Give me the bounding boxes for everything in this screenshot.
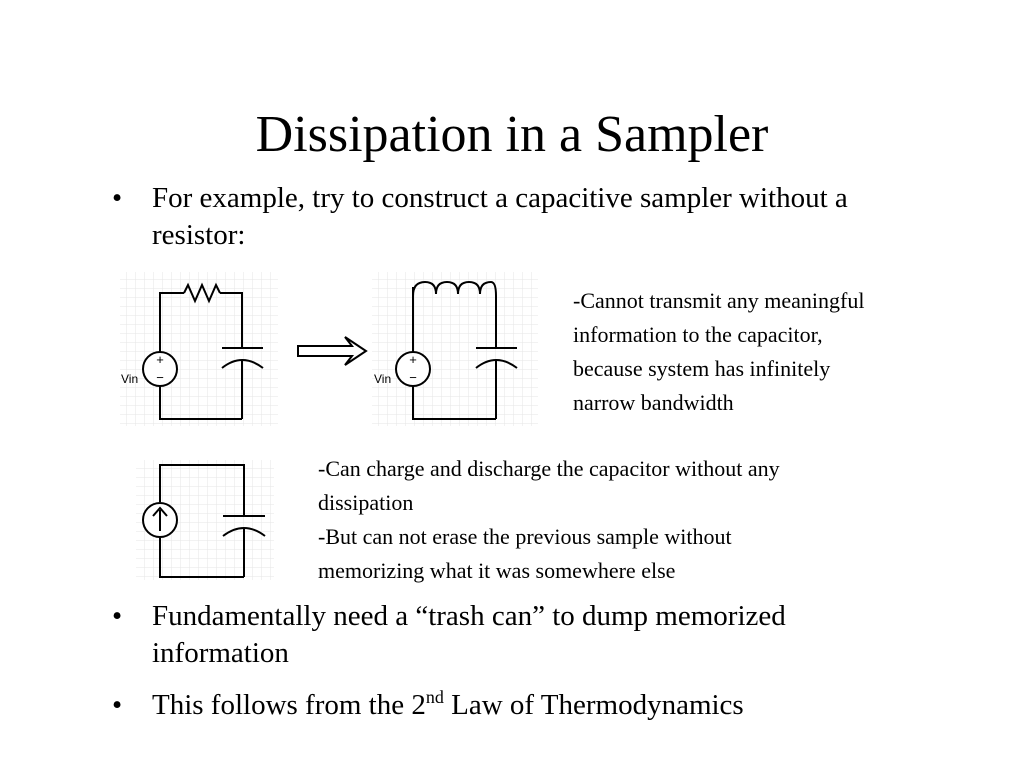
capacitor-icon: [222, 515, 266, 577]
vin-label-right: Vin: [374, 372, 391, 386]
inductor-note: -Cannot transmit any meaningful informat…: [573, 288, 865, 415]
svg-text:+: +: [409, 352, 417, 367]
bullet-marker: •: [112, 689, 123, 721]
bullet-construct-sampler: • For example, try to construct a capaci…: [112, 180, 912, 254]
voltage-source-icon: + −: [395, 351, 431, 387]
current-source-note-1: -Can charge and discharge the capacitor …: [318, 456, 780, 515]
bullet-text: Fundamentally need a “trash can” to dump…: [152, 600, 786, 669]
slide-title: Dissipation in a Sampler: [255, 106, 769, 163]
inductor-icon: [412, 280, 497, 297]
lc-sampler-circuit: + − Vin: [372, 272, 538, 426]
bullet-marker: •: [112, 600, 123, 632]
bullet-text: This follows from the 2nd Law of Thermod…: [152, 687, 912, 724]
lc-wire-bottom: [412, 386, 496, 420]
rc-wire-top-right: [220, 292, 243, 348]
capacitor-icon: [221, 347, 264, 419]
bullet-text-end: Law of Thermodynamics: [443, 689, 744, 721]
bullet-trash-can: • Fundamentally need a “trash can” to du…: [112, 598, 912, 672]
rc-sampler-circuit: + − Vin: [120, 272, 278, 426]
current-source-up-arrow-icon: [142, 502, 178, 538]
bullet-thermodynamics: • This follows from the 2nd Law of Therm…: [112, 687, 912, 724]
double-arrow-right-icon: [297, 336, 368, 366]
vin-label-left: Vin: [121, 372, 138, 386]
svg-text:−: −: [409, 370, 417, 385]
resistor-icon: [183, 282, 221, 304]
current-source-circuit: [136, 460, 274, 580]
capacitor-icon: [475, 347, 518, 419]
svg-text:+: +: [156, 352, 164, 367]
rc-wire-bottom: [159, 386, 242, 420]
ordinal-superscript: nd: [425, 687, 444, 707]
cs-wire-bottom: [159, 538, 244, 578]
cs-wire-top: [159, 464, 245, 516]
bullet-text-start: This follows from the 2: [152, 689, 426, 721]
bullet-text: For example, try to construct a capaciti…: [152, 182, 848, 251]
voltage-source-icon: + −: [142, 351, 178, 387]
current-source-note-2: -But can not erase the previous sample w…: [318, 524, 732, 583]
rc-wire-left: [159, 292, 184, 352]
svg-text:−: −: [156, 370, 164, 385]
bullet-marker: •: [112, 182, 123, 214]
